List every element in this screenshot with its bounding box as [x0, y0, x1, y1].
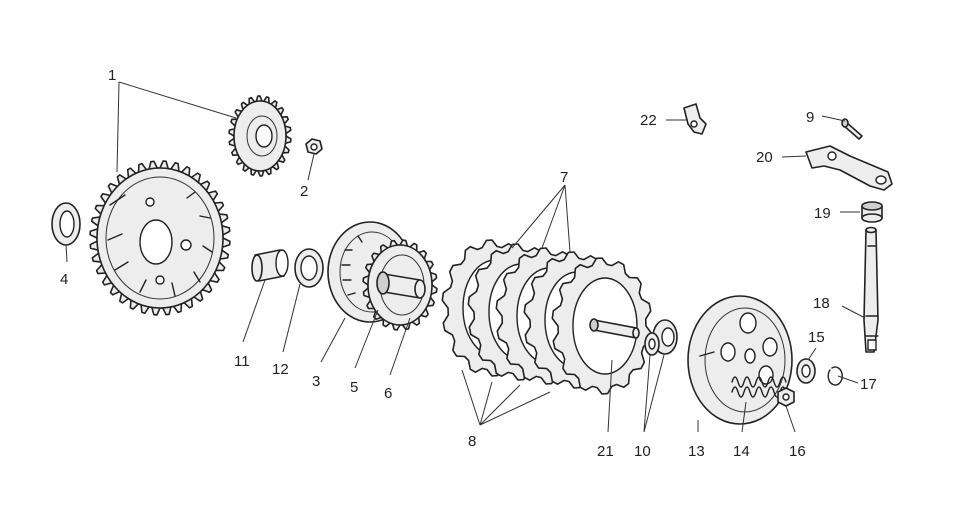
- label-11: 11: [234, 353, 250, 370]
- label-10: 10: [634, 443, 651, 460]
- clutch-plates: [441, 239, 653, 395]
- label-21: 21: [597, 443, 614, 460]
- part-15-washer: [796, 358, 816, 384]
- label-1: 1: [108, 67, 116, 84]
- part-13-cover: [687, 295, 793, 425]
- callout-labels: 1 2 3 4 5 6 7 8 9 10 11 12 13 14 15 16 1…: [60, 67, 877, 460]
- label-3: 3: [312, 373, 320, 390]
- label-9: 9: [806, 109, 814, 126]
- label-7: 7: [560, 169, 568, 186]
- part-1-clutch-housing: [89, 160, 231, 316]
- part-11-bushing: [251, 249, 289, 282]
- label-6: 6: [384, 385, 392, 402]
- part-4-seal: [51, 202, 81, 246]
- label-13: 13: [688, 443, 705, 460]
- label-17: 17: [860, 376, 877, 393]
- part-19-seal: [861, 201, 883, 223]
- label-15: 15: [808, 329, 825, 346]
- label-5: 5: [350, 379, 358, 396]
- label-16: 16: [789, 443, 806, 460]
- label-12: 12: [272, 361, 289, 378]
- label-19: 19: [814, 205, 831, 222]
- part-1-small-gear: [228, 95, 292, 177]
- label-14: 14: [733, 443, 750, 460]
- part-20-lever: [805, 145, 893, 191]
- part-18-shaft: [863, 226, 879, 353]
- part-12-washer: [294, 248, 324, 288]
- label-20: 20: [756, 149, 773, 166]
- part-9-screw: [841, 118, 863, 140]
- leader-lines: [65, 81, 866, 433]
- part-16-bolt: [777, 387, 795, 407]
- part-21-pushrod: [589, 318, 640, 339]
- label-22: 22: [640, 112, 657, 129]
- label-18: 18: [813, 295, 830, 312]
- part-17-circlip: [827, 366, 843, 386]
- label-8: 8: [468, 433, 476, 450]
- part-5-shaft: [376, 271, 426, 299]
- part-14-spring: [731, 376, 787, 398]
- part-22-bracket: [683, 103, 707, 135]
- part-2-nut: [305, 138, 323, 155]
- label-2: 2: [300, 183, 308, 200]
- label-4: 4: [60, 271, 68, 288]
- part-10-bearing: [644, 319, 678, 356]
